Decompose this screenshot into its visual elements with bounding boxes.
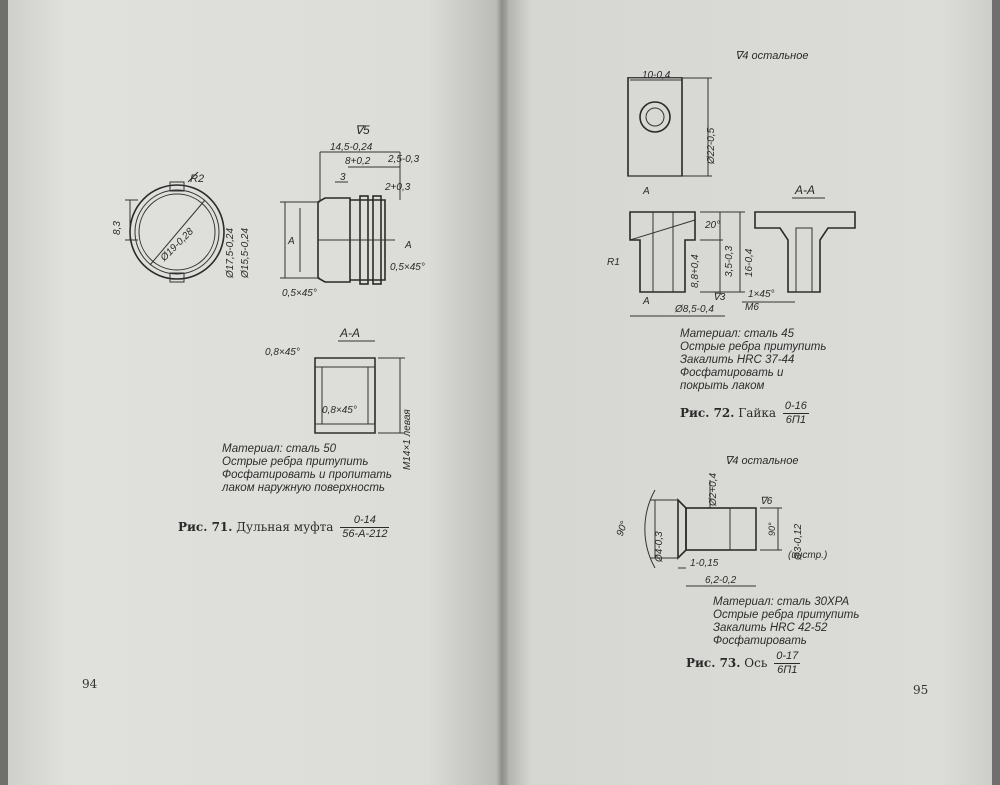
- fig72-angle: 20°: [704, 220, 720, 231]
- fig71-ch1-dim: 0,5×45°: [282, 288, 317, 299]
- fig71-note-line: лаком наружную поверхность: [222, 482, 385, 494]
- right-page: [502, 0, 992, 785]
- fig72-top-view: ∇4 остальное 10-0,4 Ø22-0,5: [627, 50, 808, 177]
- fig71-section-letter-left: A: [287, 236, 295, 247]
- fig73-angle2: 90°: [767, 522, 777, 536]
- fig73-mark6: ∇6: [760, 496, 773, 507]
- fig72-h1-dim: 3,5-0,3: [724, 245, 735, 277]
- fig71-dinner-dim: Ø15,5-0,24: [240, 228, 251, 279]
- fig71-c-dim: 3: [340, 172, 346, 183]
- fig72-note-line: Острые ребра притупить: [680, 341, 827, 353]
- fig72-note-line: покрыть лаком: [680, 380, 765, 392]
- fig73-note-line: Закалить HRC 42-52: [713, 622, 828, 634]
- fig73-instr-label: (инстр.): [788, 550, 827, 561]
- fig72-caption-name: Гайка: [738, 406, 777, 420]
- fig71-side-view: ∇5 14,5-0,24 8+0,2 2,5-0,3 3 2+0,3 Ø17,5…: [225, 123, 425, 299]
- fig72-notes: Материал: сталь 45 Острые ребра притупит…: [680, 328, 826, 393]
- fig71-ch-top-dim: 0,8×45°: [265, 347, 300, 358]
- fig73-dpin-dim: Ø2+0,4: [708, 472, 719, 507]
- fig73-caption-name: Ось: [744, 656, 768, 670]
- fig71-thread-dim: M14×1 левая: [402, 409, 413, 470]
- fig72-caption: Рис. 72. Гайка 0-16 6П1: [680, 400, 809, 427]
- fig71-total-dim: 14,5-0,24: [330, 142, 373, 153]
- fig71-ch-in-dim: 0,8×45°: [322, 405, 357, 416]
- fig72-d-dim: Ø22-0,5: [706, 127, 717, 165]
- fig72-dbot-dim: Ø8,5-0,4: [674, 304, 714, 315]
- fig71-bore-label: Ø19-0,28: [158, 226, 196, 264]
- fig72-ch-dim: 1×45°: [748, 289, 775, 300]
- fig71-ch2-dim: 0,5×45°: [390, 262, 425, 273]
- fig72-note-line: Фосфатировать и: [680, 367, 784, 379]
- fig72-r-dim: R1: [607, 257, 620, 268]
- fig71-note-line: Острые ребра притупить: [222, 456, 369, 468]
- fig71-surface-mark: ∇5: [355, 123, 370, 137]
- fig71-notes: Материал: сталь 50 Острые ребра притупит…: [222, 443, 392, 495]
- fig71-code-den: 56-А-212: [342, 528, 388, 540]
- fig72-section-letter-bottom: A: [642, 296, 650, 307]
- fig73-dhead-dim: Ø4-0,3: [654, 531, 665, 563]
- fig73-code-num: 0-17: [774, 650, 801, 664]
- fig73-surface-mark: ∇4 остальное: [725, 455, 798, 467]
- fig73-note-line: Фосфатировать: [713, 635, 807, 647]
- fig71-d-dim: 2+0,3: [384, 182, 411, 193]
- fig72-section-letter-top: A: [642, 186, 650, 197]
- fig73-caption-label: Рис. 73.: [686, 656, 741, 670]
- fig72-code-num: 0-16: [782, 400, 809, 414]
- left-page: [8, 0, 502, 785]
- fig71-section-letter-right: A: [404, 240, 412, 251]
- fig72-section-title: A-A: [794, 183, 815, 197]
- fig71-section-aa: A-A 0,8×45° 0,8×45° M14×1 левая: [265, 326, 413, 470]
- fig72-thread-dim: M6: [745, 302, 759, 313]
- fig73-notes: Материал: сталь 30ХРА Острые ребра приту…: [713, 596, 859, 648]
- fig73-dshaft-dim: Ø3-0,12: [793, 523, 804, 561]
- fig72-code-den: 6П1: [785, 414, 807, 426]
- fig72-note-line: Материал: сталь 45: [680, 328, 795, 340]
- fig73-l2-dim: 6,2-0,2: [705, 575, 737, 586]
- fig71-note-line: Фосфатировать и пропитать: [222, 469, 392, 481]
- fig71-end-view: R2 8,3 Ø19-0,28: [112, 171, 225, 283]
- fig71-b-dim: 2,5-0,3: [387, 154, 420, 165]
- fig71-h-label: 8,3: [112, 221, 123, 235]
- fig72-caption-code: 0-16 6П1: [782, 400, 809, 427]
- fig71-a-dim: 8+0,2: [345, 156, 371, 167]
- fig71-note-line: Материал: сталь 50: [222, 443, 337, 455]
- fig73-l1-dim: 1-0,15: [690, 558, 719, 569]
- fig72-caption-label: Рис. 72.: [680, 406, 735, 420]
- fig71-r-label: R2: [190, 173, 204, 185]
- fig73-note-line: Острые ребра притупить: [713, 609, 860, 621]
- fig72-section-aa: A-A 1×45° M6: [742, 183, 856, 313]
- fig71-caption-label: Рис. 71.: [178, 520, 233, 534]
- fig72-mark3: ∇3: [713, 292, 726, 303]
- fig72-h3-dim: 8,8+0,4: [690, 254, 701, 288]
- fig73-angle: 90°: [615, 520, 631, 538]
- fig73-caption: Рис. 73. Ось 0-17 6П1: [686, 650, 801, 677]
- fig72-note-line: Закалить HRC 37-44: [680, 354, 795, 366]
- page-number-left: 94: [82, 677, 98, 691]
- fig73-note-line: Материал: сталь 30ХРА: [713, 596, 850, 608]
- page-number-right: 95: [913, 683, 929, 697]
- fig71-section-title: A-A: [339, 326, 360, 340]
- fig71-caption: Рис. 71. Дульная муфта 0-14 56-А-212: [178, 514, 390, 541]
- fig73-caption-code: 0-17 6П1: [774, 650, 801, 677]
- fig72-surface-mark: ∇4 остальное: [735, 50, 808, 62]
- fig71-code-num: 0-14: [340, 514, 390, 528]
- fig73-drawing: ∇4 остальное 90° Ø2+0,4 Ø4-0,3 ∇6 90° Ø3…: [615, 455, 827, 587]
- fig71-caption-name: Дульная муфта: [236, 520, 334, 534]
- book-gutter: [496, 0, 508, 785]
- fig71-caption-code: 0-14 56-А-212: [340, 514, 390, 541]
- fig72-w-dim: 10-0,4: [642, 70, 671, 81]
- fig71-douter-dim: Ø17,5-0,24: [225, 228, 236, 279]
- fig73-code-den: 6П1: [777, 664, 798, 676]
- fig72-front-view: A 20° 3,5-0,3 16-0,4 8,8+0,4 R1 A ∇3 Ø8,…: [607, 186, 755, 317]
- fig72-h2-dim: 16-0,4: [744, 248, 755, 277]
